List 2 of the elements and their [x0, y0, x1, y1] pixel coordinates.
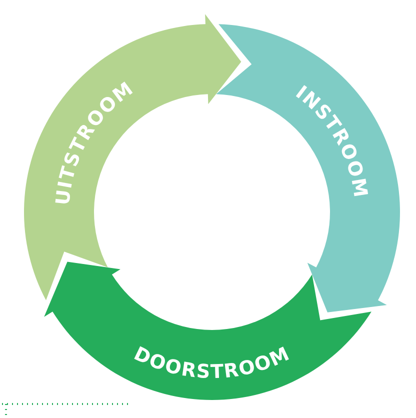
- segment-label: DOORSTROOM: [130, 342, 294, 384]
- cycle-arrow-segment: [44, 262, 372, 400]
